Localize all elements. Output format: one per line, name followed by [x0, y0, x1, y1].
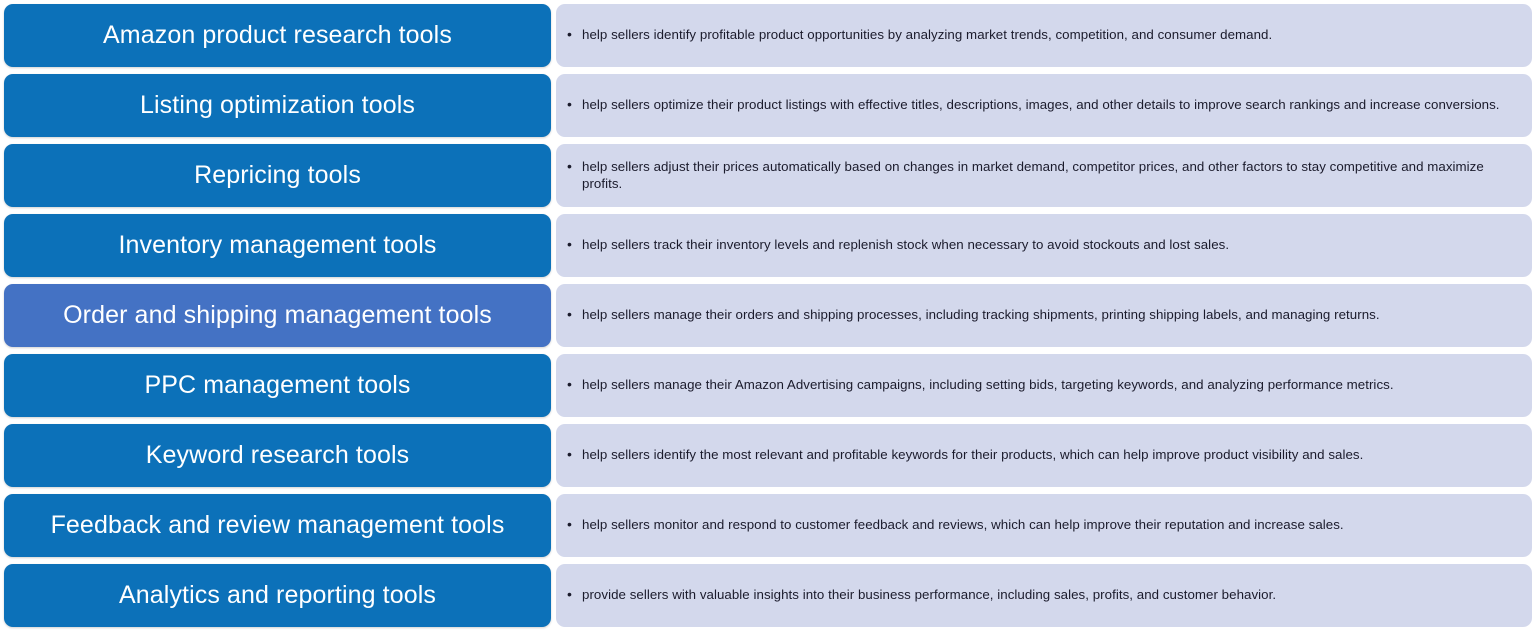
- tool-description-box: help sellers optimize their product list…: [556, 74, 1532, 137]
- tool-category-label-box[interactable]: Amazon product research tools: [4, 4, 551, 67]
- tool-description-list: help sellers identify profitable product…: [565, 26, 1518, 44]
- tool-category-label: Order and shipping management tools: [63, 300, 492, 329]
- tool-description-list: help sellers identify the most relevant …: [565, 446, 1518, 464]
- diagram-row: Order and shipping management tools help …: [4, 284, 1532, 347]
- tool-category-label-box[interactable]: PPC management tools: [4, 354, 551, 417]
- tool-category-label: Repricing tools: [194, 160, 361, 189]
- tool-category-label: Keyword research tools: [145, 440, 410, 469]
- tool-description-bullet-item: help sellers track their inventory level…: [567, 236, 1518, 254]
- diagram-row: Listing optimization tools help sellers o…: [4, 74, 1532, 137]
- diagram-row: Repricing tools help sellers adjust their…: [4, 144, 1532, 207]
- tool-description-box: provide sellers with valuable insights i…: [556, 564, 1532, 627]
- tool-category-label-box[interactable]: Repricing tools: [4, 144, 551, 207]
- tool-description-bullet-item: help sellers optimize their product list…: [567, 96, 1518, 114]
- tool-description-bullet-item: provide sellers with valuable insights i…: [567, 586, 1518, 604]
- diagram-row: PPC management tools help sellers manage …: [4, 354, 1532, 417]
- tool-category-label: Inventory management tools: [118, 230, 437, 259]
- tool-description-list: help sellers adjust their prices automat…: [565, 158, 1518, 192]
- diagram-row: Feedback and review management tools help…: [4, 494, 1532, 557]
- tool-category-label: Feedback and review management tools: [50, 510, 505, 539]
- tool-description-box: help sellers adjust their prices automat…: [556, 144, 1532, 207]
- tool-description-box: help sellers monitor and respond to cust…: [556, 494, 1532, 557]
- tool-category-label: Analytics and reporting tools: [119, 580, 436, 609]
- tool-description-bullet-item: help sellers monitor and respond to cust…: [567, 516, 1518, 534]
- tool-description-box: help sellers manage their Amazon Adverti…: [556, 354, 1532, 417]
- tool-description-bullet-item: help sellers adjust their prices automat…: [567, 158, 1518, 192]
- tool-description-bullet-item: help sellers manage their orders and shi…: [567, 306, 1518, 324]
- diagram-row: Amazon product research tools help seller…: [4, 4, 1532, 67]
- tool-description-box: help sellers identify profitable product…: [556, 4, 1532, 67]
- tool-description-box: help sellers identify the most relevant …: [556, 424, 1532, 487]
- tool-description-box: help sellers manage their orders and shi…: [556, 284, 1532, 347]
- tool-category-label-box[interactable]: Feedback and review management tools: [4, 494, 551, 557]
- diagram-row: Inventory management tools help sellers t…: [4, 214, 1532, 277]
- diagram-row: Analytics and reporting tools provide sel…: [4, 564, 1532, 627]
- tool-description-list: help sellers optimize their product list…: [565, 96, 1518, 114]
- tool-description-bullet-item: help sellers identify profitable product…: [567, 26, 1518, 44]
- tool-description-list: help sellers monitor and respond to cust…: [565, 516, 1518, 534]
- tool-category-label: Listing optimization tools: [140, 90, 415, 119]
- tool-description-list: provide sellers with valuable insights i…: [565, 586, 1518, 604]
- tool-category-label-box[interactable]: Listing optimization tools: [4, 74, 551, 137]
- tool-description-box: help sellers track their inventory level…: [556, 214, 1532, 277]
- tool-category-label: PPC management tools: [144, 370, 411, 399]
- tool-description-bullet-item: help sellers manage their Amazon Adverti…: [567, 376, 1518, 394]
- tool-category-label-box[interactable]: Analytics and reporting tools: [4, 564, 551, 627]
- tool-description-list: help sellers manage their Amazon Adverti…: [565, 376, 1518, 394]
- diagram-row: Keyword research tools help sellers ident…: [4, 424, 1532, 487]
- tool-category-label-box[interactable]: Order and shipping management tools: [4, 284, 551, 347]
- tool-category-label: Amazon product research tools: [103, 20, 452, 49]
- tool-description-list: help sellers track their inventory level…: [565, 236, 1518, 254]
- tool-category-label-box[interactable]: Keyword research tools: [4, 424, 551, 487]
- tool-description-bullet-item: help sellers identify the most relevant …: [567, 446, 1518, 464]
- tool-description-list: help sellers manage their orders and shi…: [565, 306, 1518, 324]
- tool-category-label-box[interactable]: Inventory management tools: [4, 214, 551, 277]
